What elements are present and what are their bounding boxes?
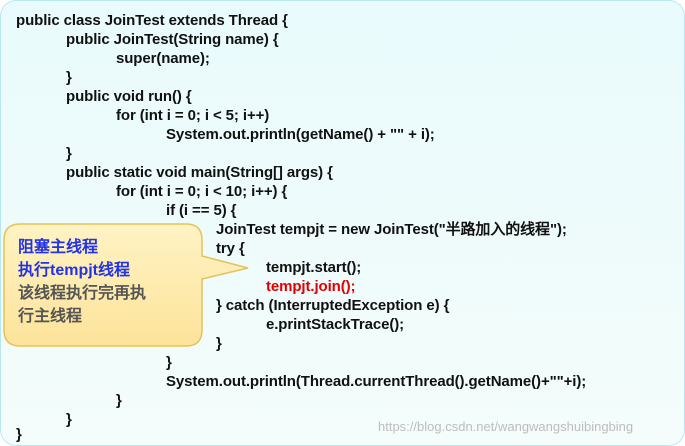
code-line: tempjt.start(); <box>266 259 362 276</box>
code-line: System.out.println(Thread.currentThread(… <box>166 373 587 390</box>
watermark: https://blog.csdn.net/wangwangshuibingbi… <box>378 419 634 434</box>
code-line: } <box>66 411 72 428</box>
code-line: e.printStackTrace(); <box>266 316 405 333</box>
code-line: for (int i = 0; i < 5; i++) <box>116 107 270 124</box>
code-line: } <box>66 145 72 162</box>
code-line: public JoinTest(String name) { <box>66 31 279 48</box>
code-line: System.out.println(getName() + "" + i); <box>166 126 435 143</box>
code-line: JoinTest tempjt = new JoinTest("半路加入的线程"… <box>216 221 567 238</box>
code-line: if (i == 5) { <box>166 202 237 219</box>
code-line: } <box>66 69 72 86</box>
code-line: for (int i = 0; i < 10; i++) { <box>116 183 288 200</box>
code-line: public void run() { <box>66 88 192 105</box>
code-line: } <box>16 426 22 443</box>
code-line-highlighted: tempjt.join(); <box>266 278 356 295</box>
code-line: } catch (InterruptedException e) { <box>216 297 450 314</box>
code-line: } <box>216 335 222 352</box>
code-line: } <box>116 392 122 409</box>
code-line: super(name); <box>116 50 210 67</box>
code-line: } <box>166 354 172 371</box>
code-line: try { <box>216 240 245 257</box>
code-line: public class JoinTest extends Thread { <box>16 12 288 29</box>
code-line: public static void main(String[] args) { <box>66 164 333 181</box>
